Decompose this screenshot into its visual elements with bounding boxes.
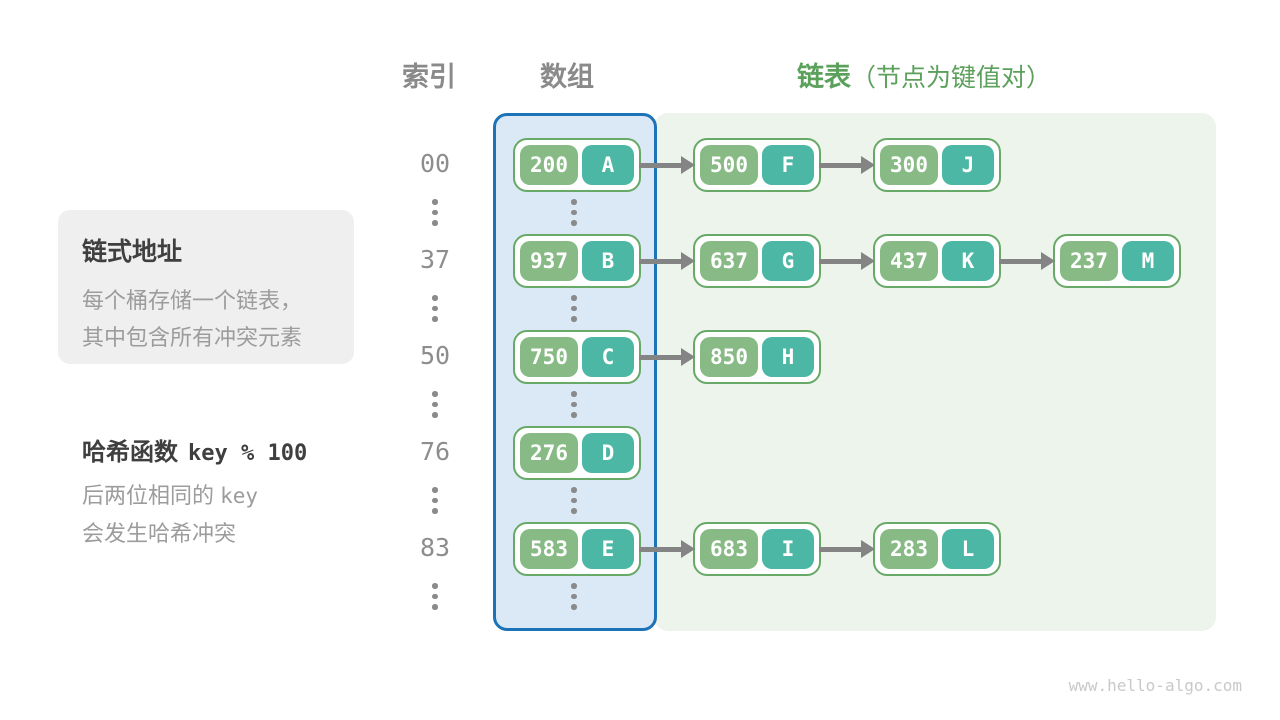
arrow-head (681, 540, 695, 558)
node-key-cell: 683 (700, 529, 758, 569)
arrow-shaft (639, 354, 683, 360)
node-key-cell: 300 (880, 145, 938, 185)
arrow-shaft (819, 162, 863, 168)
arrow-shaft (639, 258, 683, 264)
node-key-cell: 637 (700, 241, 758, 281)
arrow-icon (999, 252, 1055, 270)
watermark: www.hello-algo.com (1068, 676, 1242, 695)
array-ellipsis-dots (571, 487, 577, 514)
node-value-cell: H (762, 337, 814, 377)
node-key-cell: 583 (520, 529, 578, 569)
index-ellipsis-dots (432, 487, 438, 514)
index-ellipsis-dots (432, 295, 438, 322)
array-ellipsis-dots (571, 199, 577, 226)
chaining-info-box: 链式地址 每个桶存储一个链表， 其中包含所有冲突元素 (58, 210, 354, 364)
arrow-head (861, 156, 875, 174)
array-ellipsis-dots (571, 391, 577, 418)
index-label: 37 (419, 245, 451, 274)
arrow-icon (819, 156, 875, 174)
arrow-shaft (639, 162, 683, 168)
arrow-head (861, 540, 875, 558)
linked-list-note: （节点为键值对） (851, 64, 1052, 92)
node-value-cell: G (762, 241, 814, 281)
array-ellipsis-dots (571, 295, 577, 322)
index-ellipsis-dots (432, 199, 438, 226)
node-key-cell: 283 (880, 529, 938, 569)
index-label: 83 (419, 533, 451, 562)
arrow-head (681, 252, 695, 270)
arrow-head (681, 348, 695, 366)
node-value-cell: B (582, 241, 634, 281)
node-value-cell: L (942, 529, 994, 569)
hash-function-note: 哈希函数 key % 100 后两位相同的 key 会发生哈希冲突 (82, 432, 382, 552)
node-key-cell: 276 (520, 433, 578, 473)
node-value-cell: F (762, 145, 814, 185)
arrow-icon (819, 540, 875, 558)
index-column-header: 索引 (402, 62, 456, 92)
hash-function-title: 哈希函数 (82, 439, 178, 466)
arrow-icon (819, 252, 875, 270)
array-column-header: 数组 (540, 62, 594, 92)
node-value-cell: C (582, 337, 634, 377)
index-label: 00 (419, 149, 451, 178)
index-label: 50 (419, 341, 451, 370)
hash-note-line-1-text: 后两位相同的 (82, 483, 221, 508)
linked-list-column-header: 链表（节点为键值对） (797, 55, 1051, 94)
hash-function-formula: key % 100 (188, 441, 308, 466)
node-value-cell: K (942, 241, 994, 281)
node-value-cell: D (582, 433, 634, 473)
chaining-line-2: 其中包含所有冲突元素 (82, 325, 303, 350)
hash-note-line-1-key: key (220, 484, 259, 508)
node-value-cell: J (942, 145, 994, 185)
arrow-shaft (999, 258, 1043, 264)
arrow-icon (639, 252, 695, 270)
node-key-cell: 750 (520, 337, 578, 377)
chaining-line-1: 每个桶存储一个链表， (82, 288, 303, 313)
node-key-cell: 237 (1060, 241, 1118, 281)
arrow-shaft (819, 258, 863, 264)
node-value-cell: M (1122, 241, 1174, 281)
arrow-icon (639, 540, 695, 558)
arrow-icon (639, 156, 695, 174)
node-key-cell: 200 (520, 145, 578, 185)
arrow-head (1041, 252, 1055, 270)
node-key-cell: 850 (700, 337, 758, 377)
index-label: 76 (419, 437, 451, 466)
arrow-head (861, 252, 875, 270)
node-value-cell: I (762, 529, 814, 569)
arrow-icon (639, 348, 695, 366)
linked-list-label: 链表 (797, 62, 851, 92)
node-value-cell: A (582, 145, 634, 185)
hash-function-title-row: 哈希函数 key % 100 (82, 432, 382, 467)
hash-note-line-2: 会发生哈希冲突 (82, 521, 237, 546)
node-key-cell: 437 (880, 241, 938, 281)
index-ellipsis-dots (432, 583, 438, 610)
node-key-cell: 500 (700, 145, 758, 185)
chaining-title: 链式地址 (82, 238, 183, 266)
arrow-shaft (819, 546, 863, 552)
index-ellipsis-dots (432, 391, 438, 418)
arrow-head (681, 156, 695, 174)
arrow-shaft (639, 546, 683, 552)
node-key-cell: 937 (520, 241, 578, 281)
node-value-cell: E (582, 529, 634, 569)
array-ellipsis-dots (571, 583, 577, 610)
hash-note-line-1: 后两位相同的 key (82, 477, 382, 515)
